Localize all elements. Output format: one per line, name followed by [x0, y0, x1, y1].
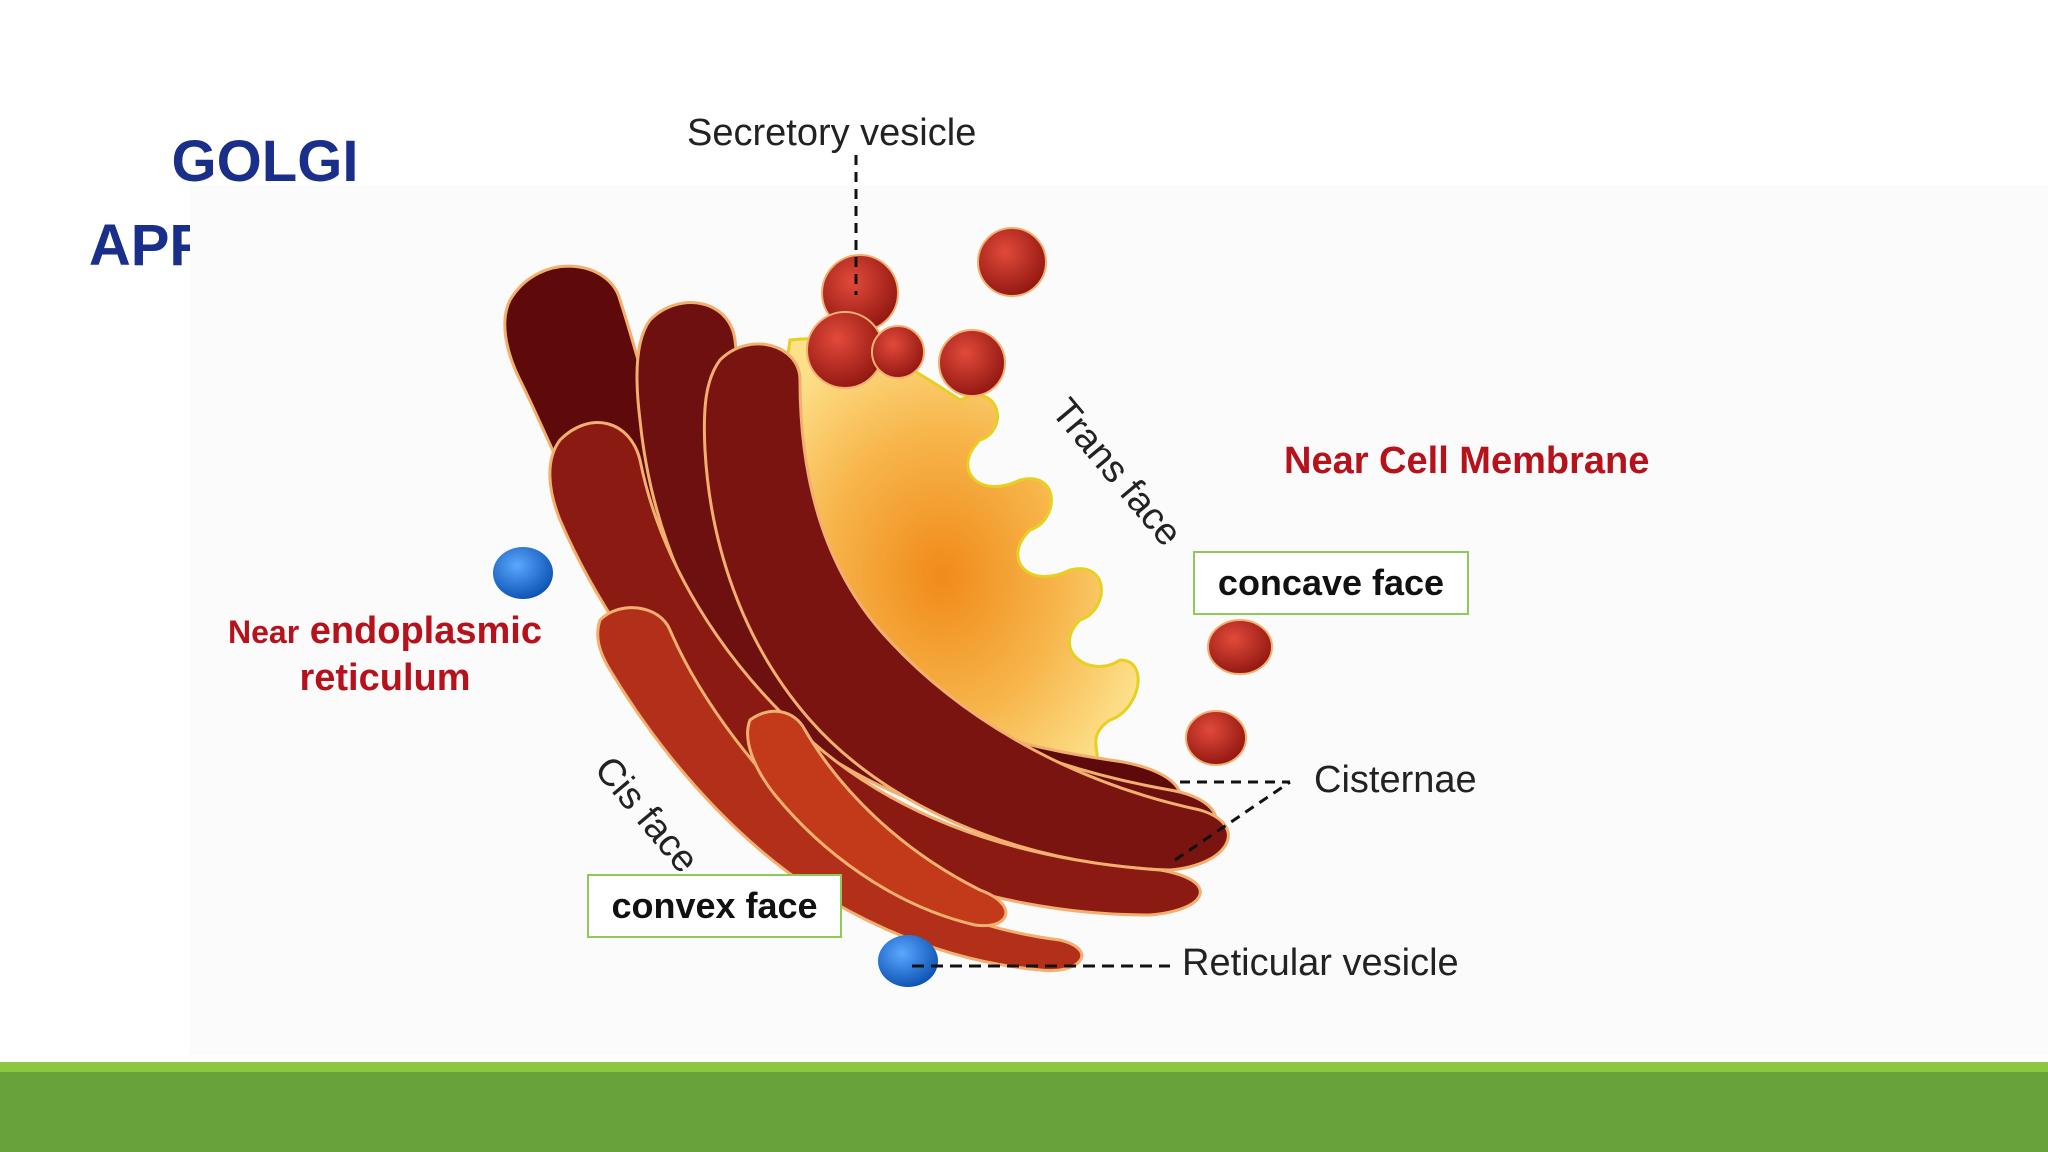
near-er-rest: endoplasmic: [309, 610, 542, 652]
near-er-note: Near endoplasmic reticulum: [200, 608, 570, 701]
cisternae-stack: [503, 264, 1230, 973]
title-line-1: GOLGI: [171, 129, 359, 194]
near-er-line-2: reticulum: [299, 657, 471, 699]
footer-bar-dark: [0, 1072, 2048, 1152]
near-er-prefix: Near: [227, 614, 300, 650]
cisternae-leader-2: [1174, 780, 1291, 862]
reticular-vesicle-left: [493, 547, 553, 599]
secretory-vesicle-5: [938, 329, 1006, 397]
reticular-vesicle-label: Reticular vesicle: [1182, 942, 1459, 984]
cisterna-6: [746, 709, 1008, 928]
secretory-vesicle-label: Secretory vesicle: [687, 112, 976, 154]
cisterna-3: [702, 342, 1230, 872]
secretory-vesicle-3: [871, 325, 925, 379]
near-cell-membrane-note: Near Cell Membrane: [1284, 440, 1650, 482]
secretory-vesicle-6: [1207, 619, 1273, 675]
convex-face-box: convex face: [587, 874, 842, 938]
secretory-vesicle-7: [1185, 710, 1247, 766]
near-er-line-1: Near endoplasmic: [200, 608, 570, 655]
cisternae-label: Cisternae: [1314, 759, 1477, 801]
secretory-vesicles: [806, 227, 1273, 766]
reticular-vesicle-bottom: [878, 935, 938, 987]
secretory-vesicle-4: [977, 227, 1047, 297]
concave-face-box: concave face: [1193, 551, 1469, 615]
footer-bar-light: [0, 1062, 2048, 1072]
